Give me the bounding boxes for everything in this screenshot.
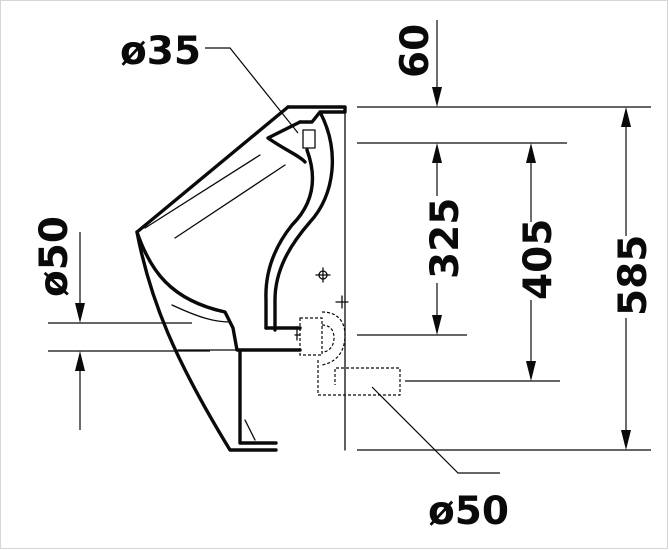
total-height-label: 585 [611, 235, 656, 316]
side-inlet-arrow-top [75, 303, 85, 323]
center-mark-1-circle [318, 270, 328, 280]
center-mark-2 [335, 295, 349, 309]
outlet-elbow-outer [321, 311, 346, 366]
inner-height-label: 325 [423, 198, 468, 279]
dim-side-inlet: ø50 [32, 216, 210, 430]
total-arrow-top [621, 107, 631, 127]
center-mark-3 [294, 329, 301, 341]
pipe-top-leader [205, 47, 299, 134]
bowl-floor [135, 230, 302, 352]
inner-back-wall-inner [264, 148, 315, 330]
bowl-outer-profile [135, 105, 290, 452]
dim-outlet: ø50 [371, 386, 509, 534]
total-arrow-bottom [621, 430, 631, 450]
inner-arrow-bottom [432, 315, 442, 335]
outlet-diameter-label: ø50 [428, 489, 509, 534]
outlet-leader [371, 386, 500, 474]
dim-inner-height: 325 [357, 142, 567, 336]
dim-top-offset: 60 [357, 20, 651, 108]
dim-spud-height: 405 [405, 143, 561, 382]
inlet-detail [302, 129, 316, 149]
side-inlet-diameter-label: ø50 [32, 216, 77, 297]
spud-arrow-bottom [526, 361, 536, 381]
outlet-fitting [294, 267, 401, 396]
lower-body-wall [238, 350, 278, 445]
spud-arrow-top [526, 143, 536, 163]
base-detail-line [244, 419, 256, 441]
inner-arrow-top [432, 143, 442, 163]
outlet-pipe [317, 360, 401, 396]
bowl-face-line-3 [171, 304, 231, 323]
spud-height-label: 405 [516, 219, 561, 300]
top-offset-arrow [432, 87, 442, 107]
dim-total-height: 585 [357, 107, 656, 451]
top-rim [286, 105, 347, 124]
dim-pipe-top: ø35 [120, 29, 299, 134]
side-inlet-arrow-bottom [75, 351, 85, 371]
bowl-face-line-1 [144, 154, 261, 229]
top-offset-label: 60 [393, 24, 438, 78]
inner-back-wall-outer [273, 110, 335, 332]
urinal-body [135, 105, 347, 452]
pipe-top-diameter-label: ø35 [120, 29, 201, 74]
center-mark-1 [315, 267, 331, 283]
bowl-face-line-2 [174, 164, 286, 239]
outlet-flange [299, 317, 323, 356]
inner-lip [266, 120, 307, 164]
outlet-elbow-inner [321, 324, 335, 353]
